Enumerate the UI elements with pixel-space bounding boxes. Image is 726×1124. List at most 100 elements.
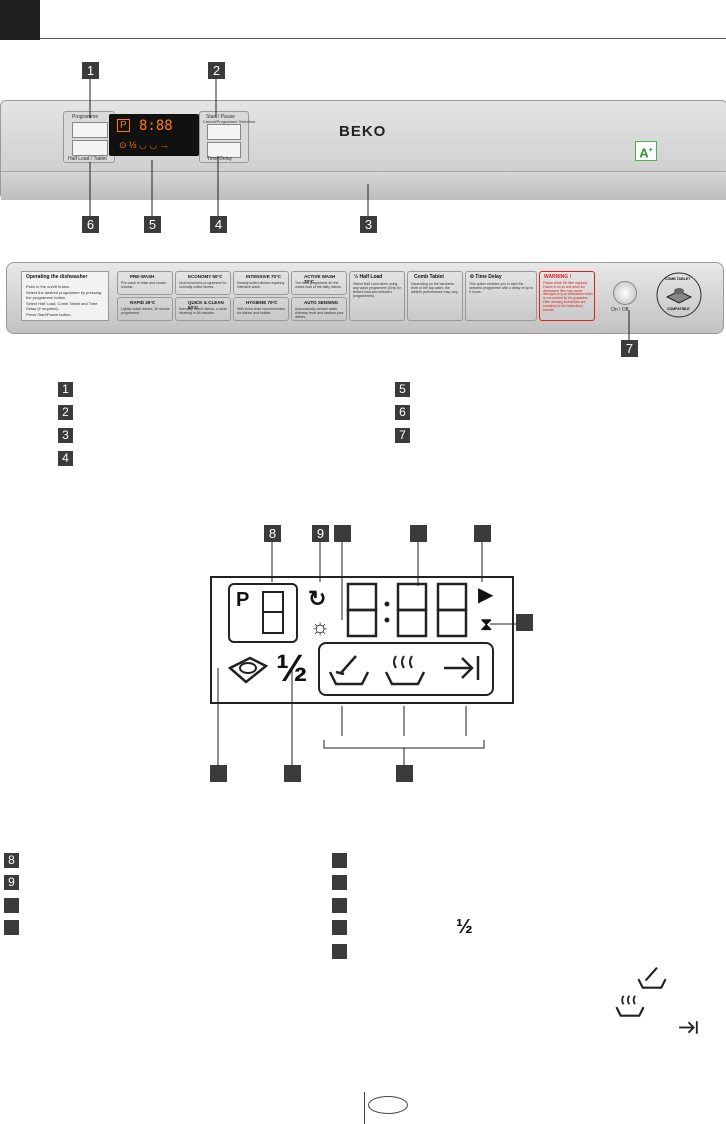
display-callout-blank-e (210, 765, 227, 782)
legend-6: 6 (395, 405, 410, 420)
legend2-dry-icon (615, 995, 645, 1017)
lcd-programme-digit (262, 591, 284, 634)
programme-title: PRE-WASH (130, 274, 155, 279)
top-callout-1: 1 (82, 62, 99, 79)
top-callout-5: 5 (144, 216, 161, 233)
display-callout-blank-a (334, 525, 351, 542)
panel-lower-strip (1, 171, 726, 200)
half-load-info-title: ½ Half Load (354, 274, 383, 280)
lcd-end-icon (444, 656, 480, 680)
start-pause-button[interactable] (207, 124, 241, 140)
programme-box: QUICK & CLEAN 60°C Normally soiled dishe… (175, 297, 231, 321)
button-group-left: Programme Half Load / Tablet (63, 111, 115, 163)
legend-5: 5 (395, 382, 410, 397)
start-pause-label: Start / Pause (206, 114, 235, 120)
programme-title: AUTO SENSING (304, 300, 339, 305)
top-callout-3: 3 (360, 216, 377, 233)
top-leader-lines (89, 79, 369, 216)
legend2-blank-d (332, 875, 347, 890)
time-delay-label: Time Delay (207, 156, 233, 162)
programme-box: HYGIENE 70°C With extra rinse recommende… (233, 297, 289, 321)
mini-lcd-p: P (117, 119, 130, 132)
warning-desc: Please check the filter regularly. Failu… (543, 281, 593, 312)
operating-step: Press Start/Pause button. (26, 312, 72, 317)
programme-desc: Lightly soiled dishes, 30 minute program… (121, 307, 170, 315)
header-rule (40, 38, 726, 39)
top-callout-2: 2 (208, 62, 225, 79)
lcd-display-diagram (217, 542, 516, 766)
lcd-rinse-aid-icon: ↻ (308, 586, 327, 611)
energy-label-icon: A+ (635, 141, 657, 161)
programme-desc: The best programme for the mixed load of… (295, 281, 342, 289)
comb-tablet-compatible-badge: COMB TABLET COMPATIBLE (655, 271, 703, 319)
programme-title: HYGIENE 70°C (246, 300, 278, 305)
lcd-p-letter: P (236, 589, 250, 611)
legend2-blank-b (4, 920, 19, 935)
control-panel-lower: Operating the dishwasher Push in the on/… (6, 262, 724, 334)
programme-desc: Most economic programme for normally soi… (179, 281, 227, 289)
legend-2: 2 (58, 405, 73, 420)
operating-box: Operating the dishwasher Push in the on/… (21, 271, 109, 321)
programme-label: Programme (72, 114, 99, 120)
half-load-info-box: ½ Half Load Select Half Load when using … (349, 271, 405, 321)
programme-title: ECONOMY 50°C (188, 274, 223, 279)
legend2-8: 8 (4, 853, 19, 868)
half-load-label: Half Load / Tablet (68, 156, 107, 162)
display-callout-blank-g (396, 765, 413, 782)
programme-title: ACTIVE WASH 70°C (304, 274, 336, 284)
on-off-button[interactable] (613, 281, 637, 305)
time-delay-button[interactable] (207, 142, 241, 158)
programme-desc: Automatically senses water dirtiness lev… (295, 307, 344, 319)
legend2-half-icon: ½ (456, 916, 473, 938)
operating-step: Select the desired programme by pressing… (26, 290, 102, 300)
legend-7: 7 (395, 428, 410, 443)
time-delay-info-title: ⏲ Time Delay (470, 274, 502, 280)
top-callout-6: 6 (82, 216, 99, 233)
programme-desc: Heavily soiled dishes requiring intensiv… (237, 281, 285, 289)
callout-7: 7 (621, 340, 638, 357)
half-load-button[interactable] (72, 140, 108, 156)
lcd-dry-icon (384, 655, 426, 686)
top-callout-4: 4 (210, 216, 227, 233)
legend2-end-icon (679, 1021, 698, 1034)
programme-button[interactable] (72, 122, 108, 138)
programme-desc: Normally soiled dishes, a clean cleaning… (179, 307, 228, 315)
lcd-play-icon: ▶ (478, 584, 494, 606)
callout-7-leader (628, 310, 630, 340)
operating-step: Push in the on/off button. (26, 284, 71, 289)
operating-title: Operating the dishwasher (26, 274, 88, 280)
programme-box: INTENSIVE 70°C Heavily soiled dishes req… (233, 271, 289, 295)
lcd-half-load-icon: ½ (276, 648, 308, 690)
programme-box: ECONOMY 50°C Most economic programme for… (175, 271, 231, 295)
legend2-blank-a (4, 898, 19, 913)
legend2-9: 9 (4, 875, 19, 890)
brand-logo: BEKO (339, 123, 387, 140)
time-delay-info-box: ⏲ Time Delay This option enables you to … (465, 271, 537, 321)
comb-badge-top-text: COMB TABLET (665, 277, 691, 281)
comb-tablet-info-box: Comb Tablet Depending on the hardness le… (407, 271, 463, 321)
page-language-oval (368, 1096, 408, 1114)
legend-3: 3 (58, 428, 73, 443)
comb-tablet-info-desc: Depending on the hardness level of the t… (411, 282, 459, 294)
programme-title: QUICK & CLEAN 60°C (188, 300, 224, 310)
cancel-label: Cancel/Programme Selection (203, 119, 256, 124)
lcd-salt-sun-icon: ☼ (310, 614, 331, 639)
legend-1: 1 (58, 382, 73, 397)
operating-step: Select Half Load, Comb Tablet and Time D… (26, 301, 98, 311)
display-callout-blank-f (284, 765, 301, 782)
legend2-blank-e (332, 898, 347, 913)
mini-lcd-display: 8:88 P ⊙ ½ ◡ ◡ → (109, 114, 199, 156)
programme-desc: Pre-wash to rinse and loosen residue. (121, 281, 167, 289)
lcd-programme-box: P (228, 583, 298, 643)
half-load-info-desc: Select Half Load when using any wash pro… (353, 282, 402, 298)
mini-lcd-digits: 8:88 (139, 118, 173, 134)
display-callout-blank-d (516, 614, 533, 631)
programme-box: PRE-WASH Pre-wash to rinse and loosen re… (117, 271, 173, 295)
warning-title: WARNING ! (544, 274, 572, 280)
display-callout-blank-b (410, 525, 427, 542)
legend2-blank-g (332, 944, 347, 959)
on-off-label: On / Off (611, 307, 629, 313)
legend-4: 4 (58, 451, 73, 466)
display-callout-9: 9 (312, 525, 329, 542)
legend2-blank-f (332, 920, 347, 935)
